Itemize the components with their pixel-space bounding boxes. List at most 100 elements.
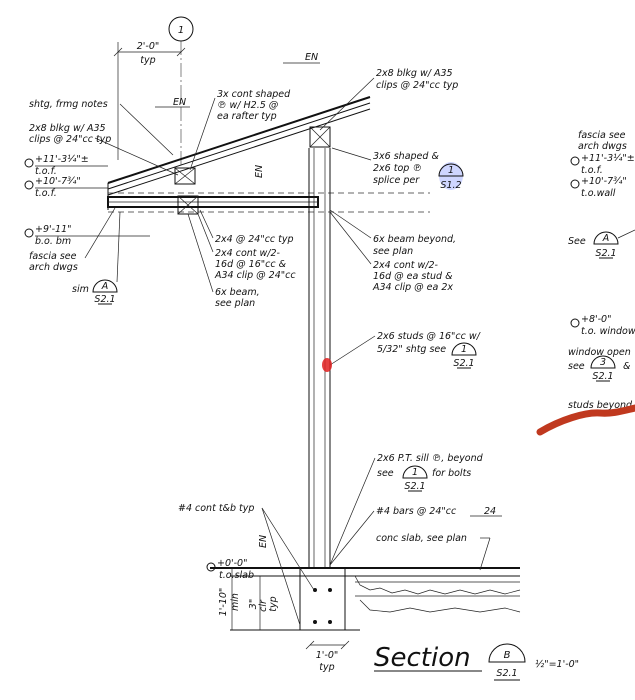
fascia-line1: fascia see [29, 251, 77, 262]
slab-depth-sub: clr [258, 599, 269, 612]
foundation-dimensions: 1'-10" min 3" clr typ 1'-0" typ [218, 568, 350, 673]
joist-label: 2x4 @ 24"cc typ [215, 234, 294, 245]
elev-tof2: +10'-7¾" [35, 176, 81, 187]
detail-ref-s1-2-bot: S1.2 [440, 180, 461, 191]
red-scribble [536, 404, 635, 436]
en-tag-1: EN [305, 52, 318, 63]
blkg-right-line2: clips @ 24"cc typ [376, 80, 458, 91]
beam-beyond-line1: 6x beam beyond, [373, 234, 456, 245]
r-fascia-line1: fascia see [578, 130, 626, 141]
r-window-amp: & [623, 361, 630, 372]
en-tag-2: EN [173, 97, 186, 108]
foundation [210, 567, 521, 631]
cont-line2: 16d @ 16"cc & [215, 259, 286, 270]
slab-depth-sub2: typ [268, 596, 279, 611]
fascia-line2: arch dwgs [29, 262, 78, 273]
detail-ref-s1-2-top: 1 [448, 165, 454, 176]
r-window-line1: window open [568, 347, 631, 358]
cont-r-line1: 2x4 cont w/2- [373, 260, 439, 271]
section-title-detail-bot: S2.1 [496, 668, 517, 679]
top-dimension: 2'-0" typ [113, 41, 186, 160]
rafter-line2: ℗ w/ H2.5 @ [217, 100, 279, 111]
shaped-line2: 2x6 top ℗ [373, 163, 422, 174]
section-title-detail-top: B [504, 650, 511, 661]
rafter-callout: 3x cont shaped ℗ w/ H2.5 @ ea rafter typ [189, 89, 291, 171]
detail-ref-studs-bot: S2.1 [453, 358, 474, 369]
sill-detail-bot: S2.1 [404, 481, 425, 492]
studs-line2: 5/32" shtg see [377, 344, 446, 355]
section-title-text: Section [374, 643, 471, 673]
studs-line1: 2x6 studs @ 16"cc w/ [377, 331, 482, 342]
top-span-dim: 2'-0" [137, 41, 160, 52]
elevation-markers-left: +11'-3¼"± t.o.f. +10'-7¾" t.o.f. +9'-11"… [24, 154, 150, 273]
en-tag-3: EN [254, 165, 265, 178]
sill-callout: 2x6 P.T. sill ℗, beyond see 1 S2.1 for b… [329, 453, 484, 566]
elev-slab: +0'-0" [217, 558, 247, 569]
elev-bobm: +9'-11" [35, 224, 72, 235]
slab-depth-dim: 3" [248, 599, 259, 609]
r-detail-a-top: A [602, 233, 610, 244]
rafter-line1: 3x cont shaped [217, 89, 291, 100]
r-elev-wall: +10'-7¾" [581, 176, 627, 187]
elev-tof1-sub: t.o.f. [35, 166, 57, 177]
detail-ref-s1-2[interactable]: 1 S1.2 [438, 162, 464, 191]
right-edge-notes: fascia see arch dwgs +11'-3¼"± t.o.f. +1… [536, 130, 635, 436]
detail-ref-sim[interactable]: sim A S2.1 [72, 211, 121, 305]
r-elev-tof-sub: t.o.f. [581, 165, 603, 176]
sill-line2: see [377, 468, 394, 479]
slab-elevation: +0'-0" t.o.slab [206, 558, 254, 581]
section-title: Section B S2.1 ½"=1'-0" [374, 643, 579, 681]
grid-bubble: 1 [168, 16, 194, 168]
r-detail-a-bot: S2.1 [595, 248, 616, 259]
en-tag-4: EN [258, 535, 269, 548]
shaped-line3: splice per [373, 175, 420, 186]
red-markup-dot [322, 358, 332, 372]
en-tags: EN EN EN EN [155, 52, 320, 548]
shtg-label: shtg, frmg notes [29, 99, 108, 110]
footing-depth-dim: 1'-10" [218, 588, 229, 617]
top-span-sub: typ [140, 55, 155, 66]
shaped-line1: 3x6 shaped & [373, 151, 439, 162]
tb-label: #4 cont t&b typ [178, 503, 254, 514]
footing-depth-sub: min [230, 593, 241, 611]
sim-label: sim [72, 284, 89, 295]
sill-line1: 2x6 P.T. sill ℗, beyond [377, 453, 484, 464]
r-fascia-line2: arch dwgs [578, 141, 627, 152]
elev-bobm-sub: b.o. bm [35, 236, 71, 247]
section-scale: ½"=1'-0" [535, 659, 579, 670]
r-window-line2: see [568, 361, 585, 372]
cont-r-line2: 16d @ ea stud & [373, 271, 453, 282]
beam-beyond-line2: see plan [373, 246, 413, 257]
detail-ref-studs[interactable]: 1 S2.1 [451, 342, 477, 369]
sill-line3: for bolts [432, 468, 471, 479]
slab-label: conc slab, see plan [376, 533, 467, 544]
ceiling-framing [107, 192, 430, 215]
bottom-span-dim: 1'-0" [316, 650, 339, 661]
detail-ref-sim-bot: S2.1 [94, 294, 115, 305]
blkg-left-line2: clips @ 24"cc typ [29, 134, 111, 145]
stud-wall [308, 148, 331, 568]
cont-line1: 2x4 cont w/2- [215, 248, 281, 259]
reinforcing-callouts: #4 cont t&b typ #4 bars @ 24"cc 24 conc … [178, 503, 502, 626]
r-elev-tof: +11'-3¼"± [581, 153, 635, 164]
r-detail-3-bot: S2.1 [592, 371, 613, 382]
cont-line3: A34 clip @ 24"cc [214, 270, 296, 281]
blkg-left-line1: 2x8 blkg w/ A35 [29, 123, 106, 134]
left-callouts: shtg, frmg notes 2x8 blkg w/ A35 clips @… [29, 99, 179, 176]
elev-slab-sub: t.o.slab [219, 570, 254, 581]
detail-ref-sim-top: A [101, 281, 109, 292]
middle-callouts: 2x4 @ 24"cc typ 2x4 cont w/2- 16d @ 16"c… [187, 209, 296, 309]
r-studs-label: studs beyond [568, 400, 633, 411]
r-detail-3-top: 3 [600, 357, 606, 368]
bottom-span-sub: typ [319, 662, 334, 673]
rafter-line3: ea rafter typ [217, 111, 277, 122]
bars-label: #4 bars @ 24"cc [376, 506, 457, 517]
cont-r-line3: A34 clip @ ea 2x [372, 282, 453, 293]
bars-num: 24 [484, 506, 496, 517]
r-elev-window-sub: t.o. window [581, 326, 635, 337]
right-wall-callouts: 6x beam beyond, see plan 2x4 cont w/2- 1… [329, 209, 482, 366]
elev-tof1: +11'-3¼"± [35, 154, 89, 165]
r-elev-window: +8'-0" [581, 314, 611, 325]
